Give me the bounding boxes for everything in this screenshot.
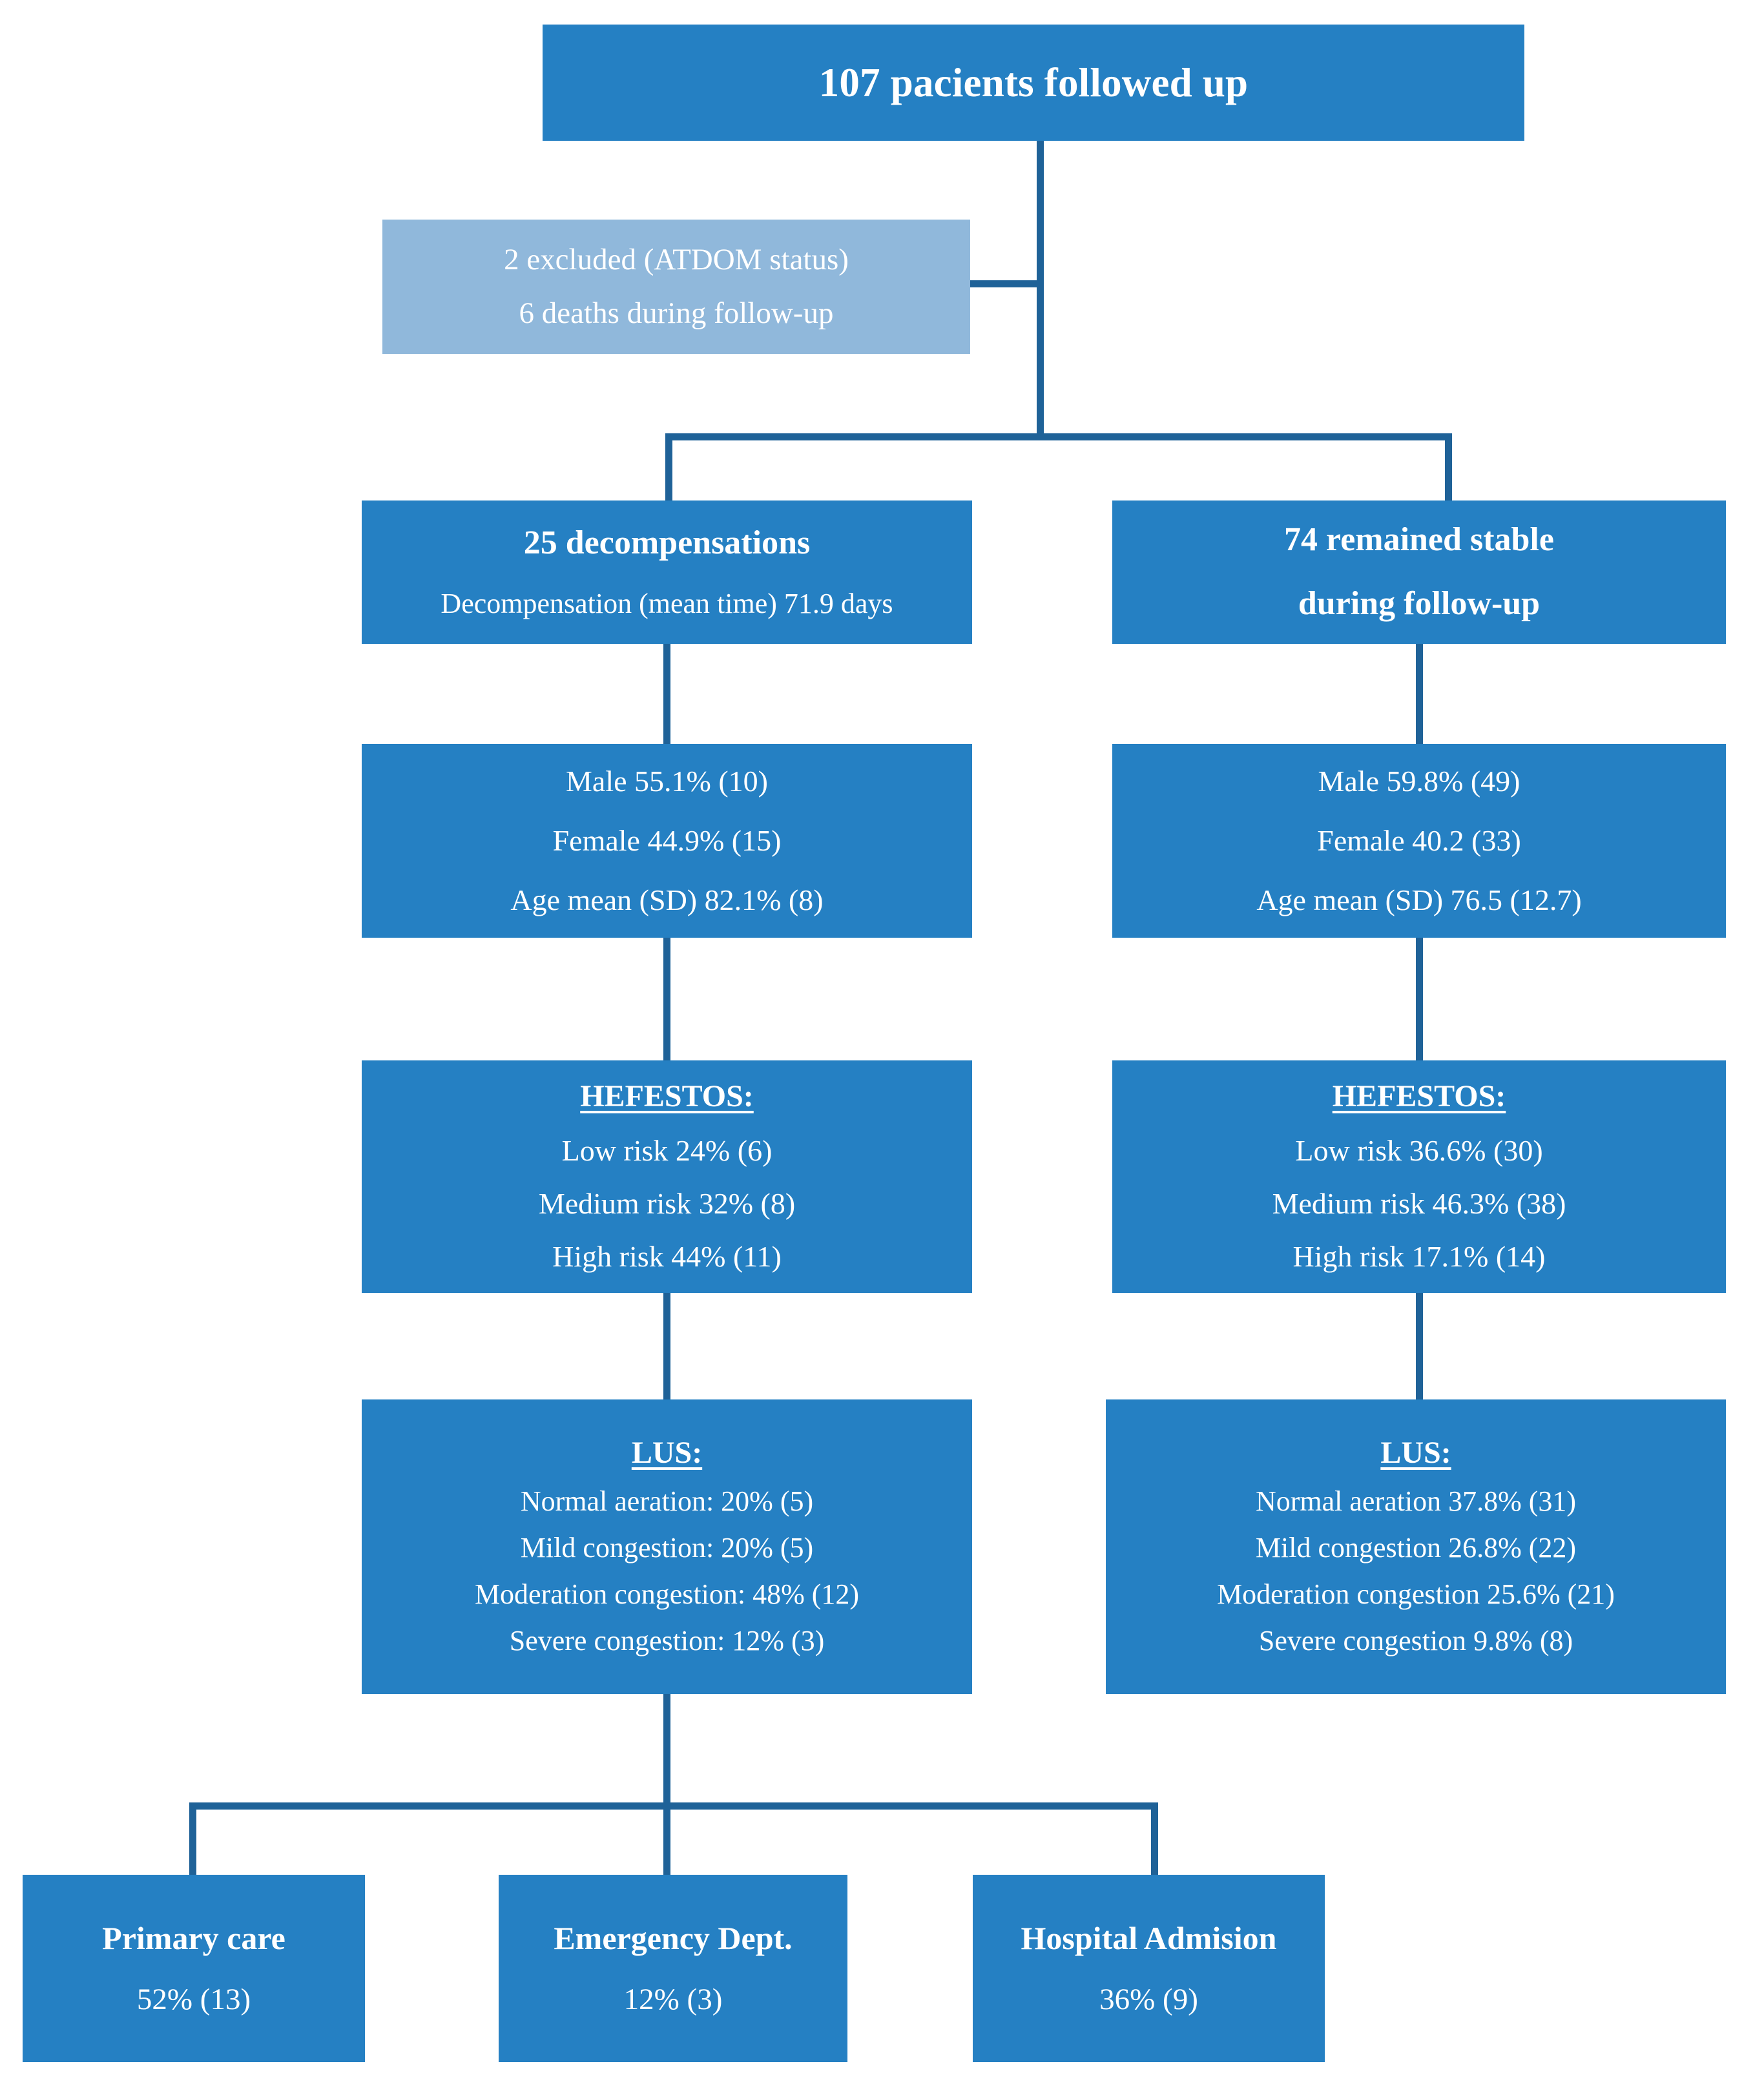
connector-fork-top-bar — [665, 433, 1452, 440]
connector-left-2 — [663, 938, 670, 1060]
stable-lus-moderate: Moderation congestion 25.6% (21) — [1217, 1578, 1615, 1611]
connector-fork-bottom-right — [1151, 1802, 1158, 1875]
stable-age: Age mean (SD) 76.5 (12.7) — [1256, 883, 1582, 917]
connector-fork-top-right — [1445, 433, 1452, 501]
stable-female: Female 40.2 (33) — [1317, 823, 1521, 857]
stable-male: Male 59.8% (49) — [1318, 764, 1520, 798]
decompensation-hefestos-high: High risk 44% (11) — [552, 1240, 782, 1274]
connector-left-1 — [663, 644, 670, 744]
node-decompensation-lus: LUS: Normal aeration: 20% (5) Mild conge… — [362, 1399, 972, 1694]
connector-right-2 — [1416, 938, 1423, 1060]
decompensation-hefestos-low: Low risk 24% (6) — [561, 1133, 773, 1167]
connector-right-3 — [1416, 1293, 1423, 1399]
node-exclusions: 2 excluded (ATDOM status) 6 deaths durin… — [382, 220, 970, 354]
node-stable-lus: LUS: Normal aeration 37.8% (31) Mild con… — [1106, 1399, 1726, 1694]
connector-fork-bottom-left — [189, 1802, 196, 1875]
node-decompensation-demographics: Male 55.1% (10) Female 44.9% (15) Age me… — [362, 744, 972, 938]
stable-hefestos-medium: Medium risk 46.3% (38) — [1272, 1187, 1566, 1221]
node-root-label: 107 pacients followed up — [818, 59, 1249, 105]
connector-exclusions — [970, 280, 1041, 287]
stable-title-line-1: 74 remained stable — [1284, 521, 1554, 559]
decompensation-lus-moderate: Moderation congestion: 48% (12) — [474, 1578, 860, 1611]
decompensation-hefestos-heading: HEFESTOS: — [580, 1079, 754, 1114]
connector-fork-bottom-bar — [189, 1802, 1158, 1810]
stable-lus-severe: Severe congestion 9.8% (8) — [1258, 1625, 1573, 1657]
connector-bottom-stem — [663, 1694, 670, 1875]
node-stable-hefestos: HEFESTOS: Low risk 36.6% (30) Medium ris… — [1112, 1060, 1726, 1293]
connector-right-1 — [1416, 644, 1423, 744]
decompensation-hefestos-medium: Medium risk 32% (8) — [538, 1187, 796, 1221]
decompensation-male: Male 55.1% (10) — [566, 764, 768, 798]
decompensation-lus-heading: LUS: — [631, 1436, 703, 1471]
connector-left-3 — [663, 1293, 670, 1399]
stable-hefestos-low: Low risk 36.6% (30) — [1295, 1133, 1543, 1167]
outcome-primary-care-label: Primary care — [102, 1920, 285, 1957]
stable-hefestos-high: High risk 17.1% (14) — [1292, 1240, 1546, 1274]
decompensation-female: Female 44.9% (15) — [552, 823, 782, 857]
node-decompensation-header: 25 decompensations Decompensation (mean … — [362, 501, 972, 644]
outcome-primary-care-value: 52% (13) — [136, 1982, 251, 2016]
node-outcome-hospital-admission: Hospital Admision 36% (9) — [973, 1875, 1325, 2062]
connector-root-stem — [1037, 141, 1044, 438]
decompensation-lus-normal: Normal aeration: 20% (5) — [520, 1485, 814, 1517]
exclusions-line-2: 6 deaths during follow-up — [519, 296, 834, 330]
node-stable-header: 74 remained stable during follow-up — [1112, 501, 1726, 644]
decompensation-age: Age mean (SD) 82.1% (8) — [510, 883, 824, 917]
decompensation-subtitle: Decompensation (mean time) 71.9 days — [441, 588, 893, 620]
outcome-hospital-admission-label: Hospital Admision — [1021, 1920, 1277, 1957]
outcome-hospital-admission-value: 36% (9) — [1099, 1982, 1198, 2016]
node-stable-demographics: Male 59.8% (49) Female 40.2 (33) Age mea… — [1112, 744, 1726, 938]
node-root: 107 pacients followed up — [543, 25, 1524, 141]
outcome-emergency-dept-label: Emergency Dept. — [554, 1920, 793, 1957]
stable-hefestos-heading: HEFESTOS: — [1332, 1079, 1506, 1114]
stable-lus-heading: LUS: — [1380, 1436, 1451, 1471]
node-outcome-emergency-dept: Emergency Dept. 12% (3) — [499, 1875, 847, 2062]
stable-lus-mild: Mild congestion 26.8% (22) — [1255, 1532, 1577, 1564]
outcome-emergency-dept-value: 12% (3) — [623, 1982, 723, 2016]
decompensation-title: 25 decompensations — [523, 524, 811, 561]
node-decompensation-hefestos: HEFESTOS: Low risk 24% (6) Medium risk 3… — [362, 1060, 972, 1293]
stable-lus-normal: Normal aeration 37.8% (31) — [1255, 1485, 1577, 1517]
decompensation-lus-severe: Severe congestion: 12% (3) — [509, 1625, 825, 1657]
stable-title-line-2: during follow-up — [1298, 585, 1541, 622]
exclusions-line-1: 2 excluded (ATDOM status) — [504, 242, 849, 276]
node-outcome-primary-care: Primary care 52% (13) — [23, 1875, 365, 2062]
decompensation-lus-mild: Mild congestion: 20% (5) — [520, 1532, 814, 1564]
connector-fork-top-left — [665, 433, 672, 501]
